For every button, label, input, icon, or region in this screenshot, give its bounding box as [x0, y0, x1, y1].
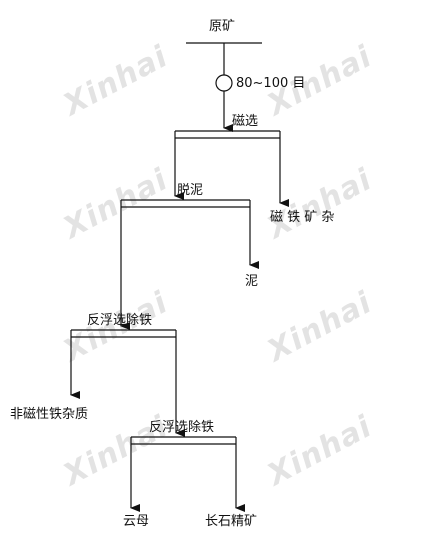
node-slime: 泥 — [245, 274, 259, 289]
node-reverse-flotation-2: 反浮选除铁 — [149, 420, 215, 435]
grinding-circle — [215, 74, 233, 92]
node-desliming: 脱泥 — [177, 183, 204, 198]
node-mica: 云母 — [123, 514, 150, 529]
node-feldspar-concentrate: 长石精矿 — [205, 514, 258, 529]
node-magnetic-iron-impurity: 磁 铁 矿 杂 — [270, 210, 335, 225]
node-reverse-flotation-1: 反浮选除铁 — [87, 313, 153, 328]
node-nonmagnetic-iron-impurity: 非磁性铁杂质 — [10, 407, 89, 422]
node-grind-size: 80~100 目 — [236, 76, 306, 91]
node-ore: 原矿 — [209, 19, 236, 34]
node-magnetic-separation: 磁选 — [232, 114, 259, 129]
